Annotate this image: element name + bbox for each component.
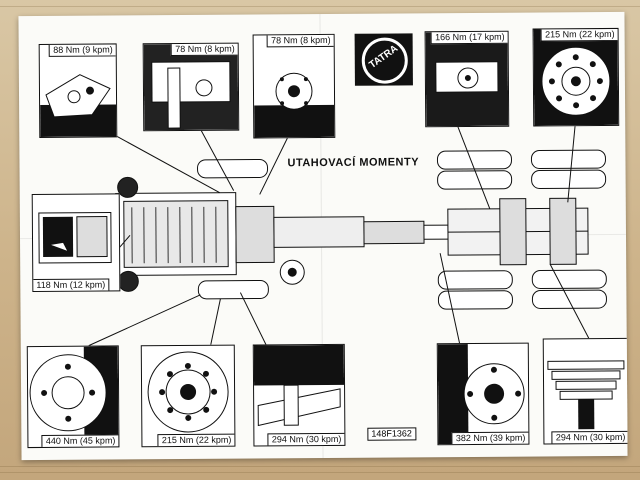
detail-panel-top-2: 78 Nm (8 kpm) bbox=[142, 42, 240, 132]
detail-panel-top-5: 215 Nm (22 kpm) bbox=[532, 27, 620, 127]
drawing-code: 148F1362 bbox=[367, 427, 416, 441]
detail-panel-bottom-5: 294 Nm (30 kpm) bbox=[542, 337, 628, 445]
cylinder-head-bolt-icon bbox=[38, 211, 112, 264]
torque-label-top-2: 78 Nm (8 kpm) bbox=[171, 42, 239, 57]
detail-panel-top-1: 88 Nm (9 kpm) bbox=[38, 43, 118, 138]
detail-panel-left: 118 Nm (12 kpm) bbox=[31, 193, 121, 293]
detail-panel-bottom-1: 440 Nm (45 kpm) bbox=[26, 345, 120, 449]
torque-label-top-5: 215 Nm (22 kpm) bbox=[541, 27, 619, 42]
torque-label-top-4: 166 Nm (17 kpm) bbox=[431, 30, 509, 45]
torque-label-bottom-4: 382 Nm (39 kpm) bbox=[451, 431, 530, 446]
torque-label-bottom-1: 440 Nm (45 kpm) bbox=[41, 434, 120, 448]
torque-label-left: 118 Nm (12 kpm) bbox=[32, 278, 110, 293]
torque-label-bottom-3: 294 Nm (30 kpm) bbox=[267, 432, 346, 447]
wheel-hub-icon bbox=[533, 28, 619, 126]
page-title: UTAHOVACÍ MOMENTY bbox=[287, 156, 420, 170]
mount-bolt-icon bbox=[143, 43, 239, 131]
torque-chart-sheet: UTAHOVACÍ MOMENTY TATRA 88 Nm (9 kpm) 78… bbox=[18, 11, 628, 461]
detail-panel-top-3: 78 Nm (8 kpm) bbox=[252, 33, 336, 139]
torque-label-top-3: 78 Nm (8 kpm) bbox=[267, 33, 335, 48]
detail-panel-bottom-2: 215 Nm (22 kpm) bbox=[140, 344, 236, 448]
detail-panel-top-4: 166 Nm (17 kpm) bbox=[424, 30, 510, 128]
torque-label-top-1: 88 Nm (9 kpm) bbox=[49, 43, 117, 57]
bracket-bolt-icon bbox=[40, 74, 117, 137]
spring-mount-icon bbox=[253, 344, 345, 427]
torque-label-bottom-2: 215 Nm (22 kpm) bbox=[157, 433, 236, 448]
axle-nut-icon bbox=[425, 31, 509, 127]
leaf-spring-icon bbox=[547, 360, 625, 430]
tatra-logo: TATRA bbox=[354, 33, 413, 86]
flange-bolt-icon bbox=[254, 72, 335, 138]
detail-panel-bottom-3: 294 Nm (30 kpm) bbox=[252, 343, 346, 447]
front-hub-icon bbox=[147, 351, 229, 433]
wheel-nut-icon bbox=[29, 346, 119, 447]
rear-hub-icon bbox=[437, 343, 525, 445]
torque-label-bottom-5: 294 Nm (30 kpm) bbox=[551, 430, 628, 445]
detail-panel-bottom-4: 382 Nm (39 kpm) bbox=[436, 342, 530, 446]
